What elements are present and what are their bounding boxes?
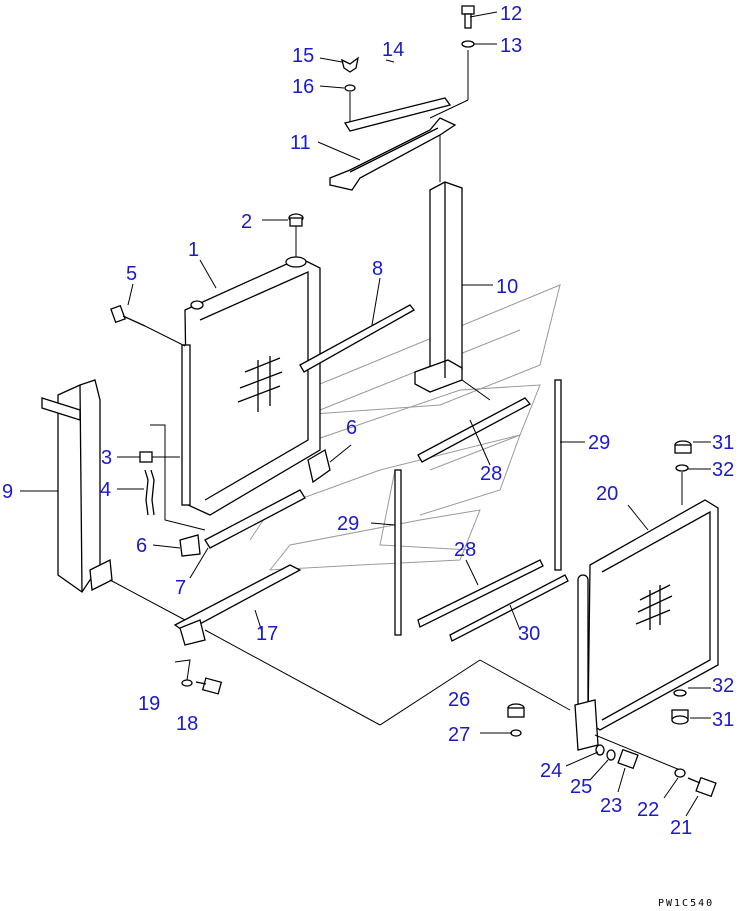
callout-7: 7	[175, 577, 186, 599]
callout-5: 5	[126, 263, 137, 285]
callout-13: 13	[500, 35, 522, 57]
callout-17: 17	[256, 623, 278, 645]
callout-22: 22	[637, 799, 659, 821]
callout-21: 21	[670, 817, 692, 839]
part-5-bolt	[110, 304, 186, 347]
part-32-gasket-bottom	[673, 689, 687, 697]
callout-19: 19	[138, 693, 160, 715]
callout-30: 30	[518, 623, 540, 645]
part-29-seal-left	[394, 469, 402, 636]
part-16-washer	[344, 84, 356, 122]
callout-6-lower: 6	[136, 535, 147, 557]
callout-labels: 12 13 14 15 16 11 2 1 8 10 5 6 3 4 9 28 …	[2, 3, 734, 839]
part-23-fitting	[594, 734, 681, 771]
part-6-pad-a	[307, 448, 331, 484]
part-20-aftercooler	[574, 499, 719, 751]
callout-31-top: 31	[712, 432, 734, 454]
part-12-bolt	[461, 5, 475, 29]
part-14-plate	[343, 97, 452, 132]
part-31-cap-bottom	[671, 709, 689, 725]
part-6-pad-b	[179, 534, 201, 557]
callout-11: 11	[290, 132, 311, 154]
callout-10: 10	[496, 276, 518, 298]
part-2-cap	[288, 213, 304, 260]
part-26-plug	[507, 703, 525, 718]
part-31-cap-top	[674, 440, 692, 454]
callout-4: 4	[100, 479, 111, 501]
callout-18: 18	[176, 713, 198, 735]
part-22-washer	[674, 768, 686, 778]
part-4-hose	[144, 469, 155, 516]
callout-3: 3	[101, 447, 112, 469]
callout-29-right: 29	[588, 432, 610, 454]
part-7-seal	[204, 489, 306, 549]
callout-16: 16	[292, 76, 314, 98]
leader-lines	[20, 11, 711, 817]
part-13-washer	[429, 40, 475, 119]
callout-2: 2	[241, 211, 252, 233]
callout-28-upper: 28	[480, 463, 502, 485]
callout-28-lower: 28	[454, 539, 476, 561]
callout-1: 1	[188, 239, 199, 261]
callout-9: 9	[2, 481, 13, 503]
callout-6-upper: 6	[346, 417, 357, 439]
callout-26: 26	[448, 689, 470, 711]
callout-31-bottom: 31	[712, 709, 734, 731]
part-17-bracket	[173, 564, 571, 726]
part-19-washer	[174, 659, 193, 687]
callout-14: 14	[382, 39, 404, 61]
callout-29-left: 29	[337, 513, 359, 535]
part-8-seal-strip	[299, 304, 415, 373]
drawing-code: PW1C540	[658, 898, 714, 909]
callout-27: 27	[448, 724, 470, 746]
part-10-support	[414, 135, 491, 401]
callout-20: 20	[596, 483, 618, 505]
part-29-seal-right	[554, 379, 562, 571]
part-28-seal-lower	[417, 559, 544, 628]
part-11-bar	[329, 117, 457, 191]
part-32-gasket-top	[675, 464, 689, 505]
part-1-radiator	[181, 256, 321, 516]
callout-12: 12	[500, 3, 522, 25]
part-25-washer	[606, 749, 616, 761]
part-30-seal	[449, 574, 569, 642]
callout-32-bottom: 32	[712, 675, 734, 697]
callout-24: 24	[540, 760, 562, 782]
callout-25: 25	[570, 776, 592, 798]
part-21-bolt	[687, 776, 717, 798]
callout-32-top: 32	[712, 459, 734, 481]
callout-15: 15	[292, 45, 314, 67]
part-15-wing-nut	[341, 56, 359, 73]
callout-23: 23	[600, 795, 622, 817]
part-27-gasket	[510, 729, 522, 737]
part-9-support	[41, 379, 186, 621]
part-18-bolt	[195, 677, 223, 695]
part-24-washer	[595, 744, 605, 756]
callout-8: 8	[372, 258, 383, 280]
